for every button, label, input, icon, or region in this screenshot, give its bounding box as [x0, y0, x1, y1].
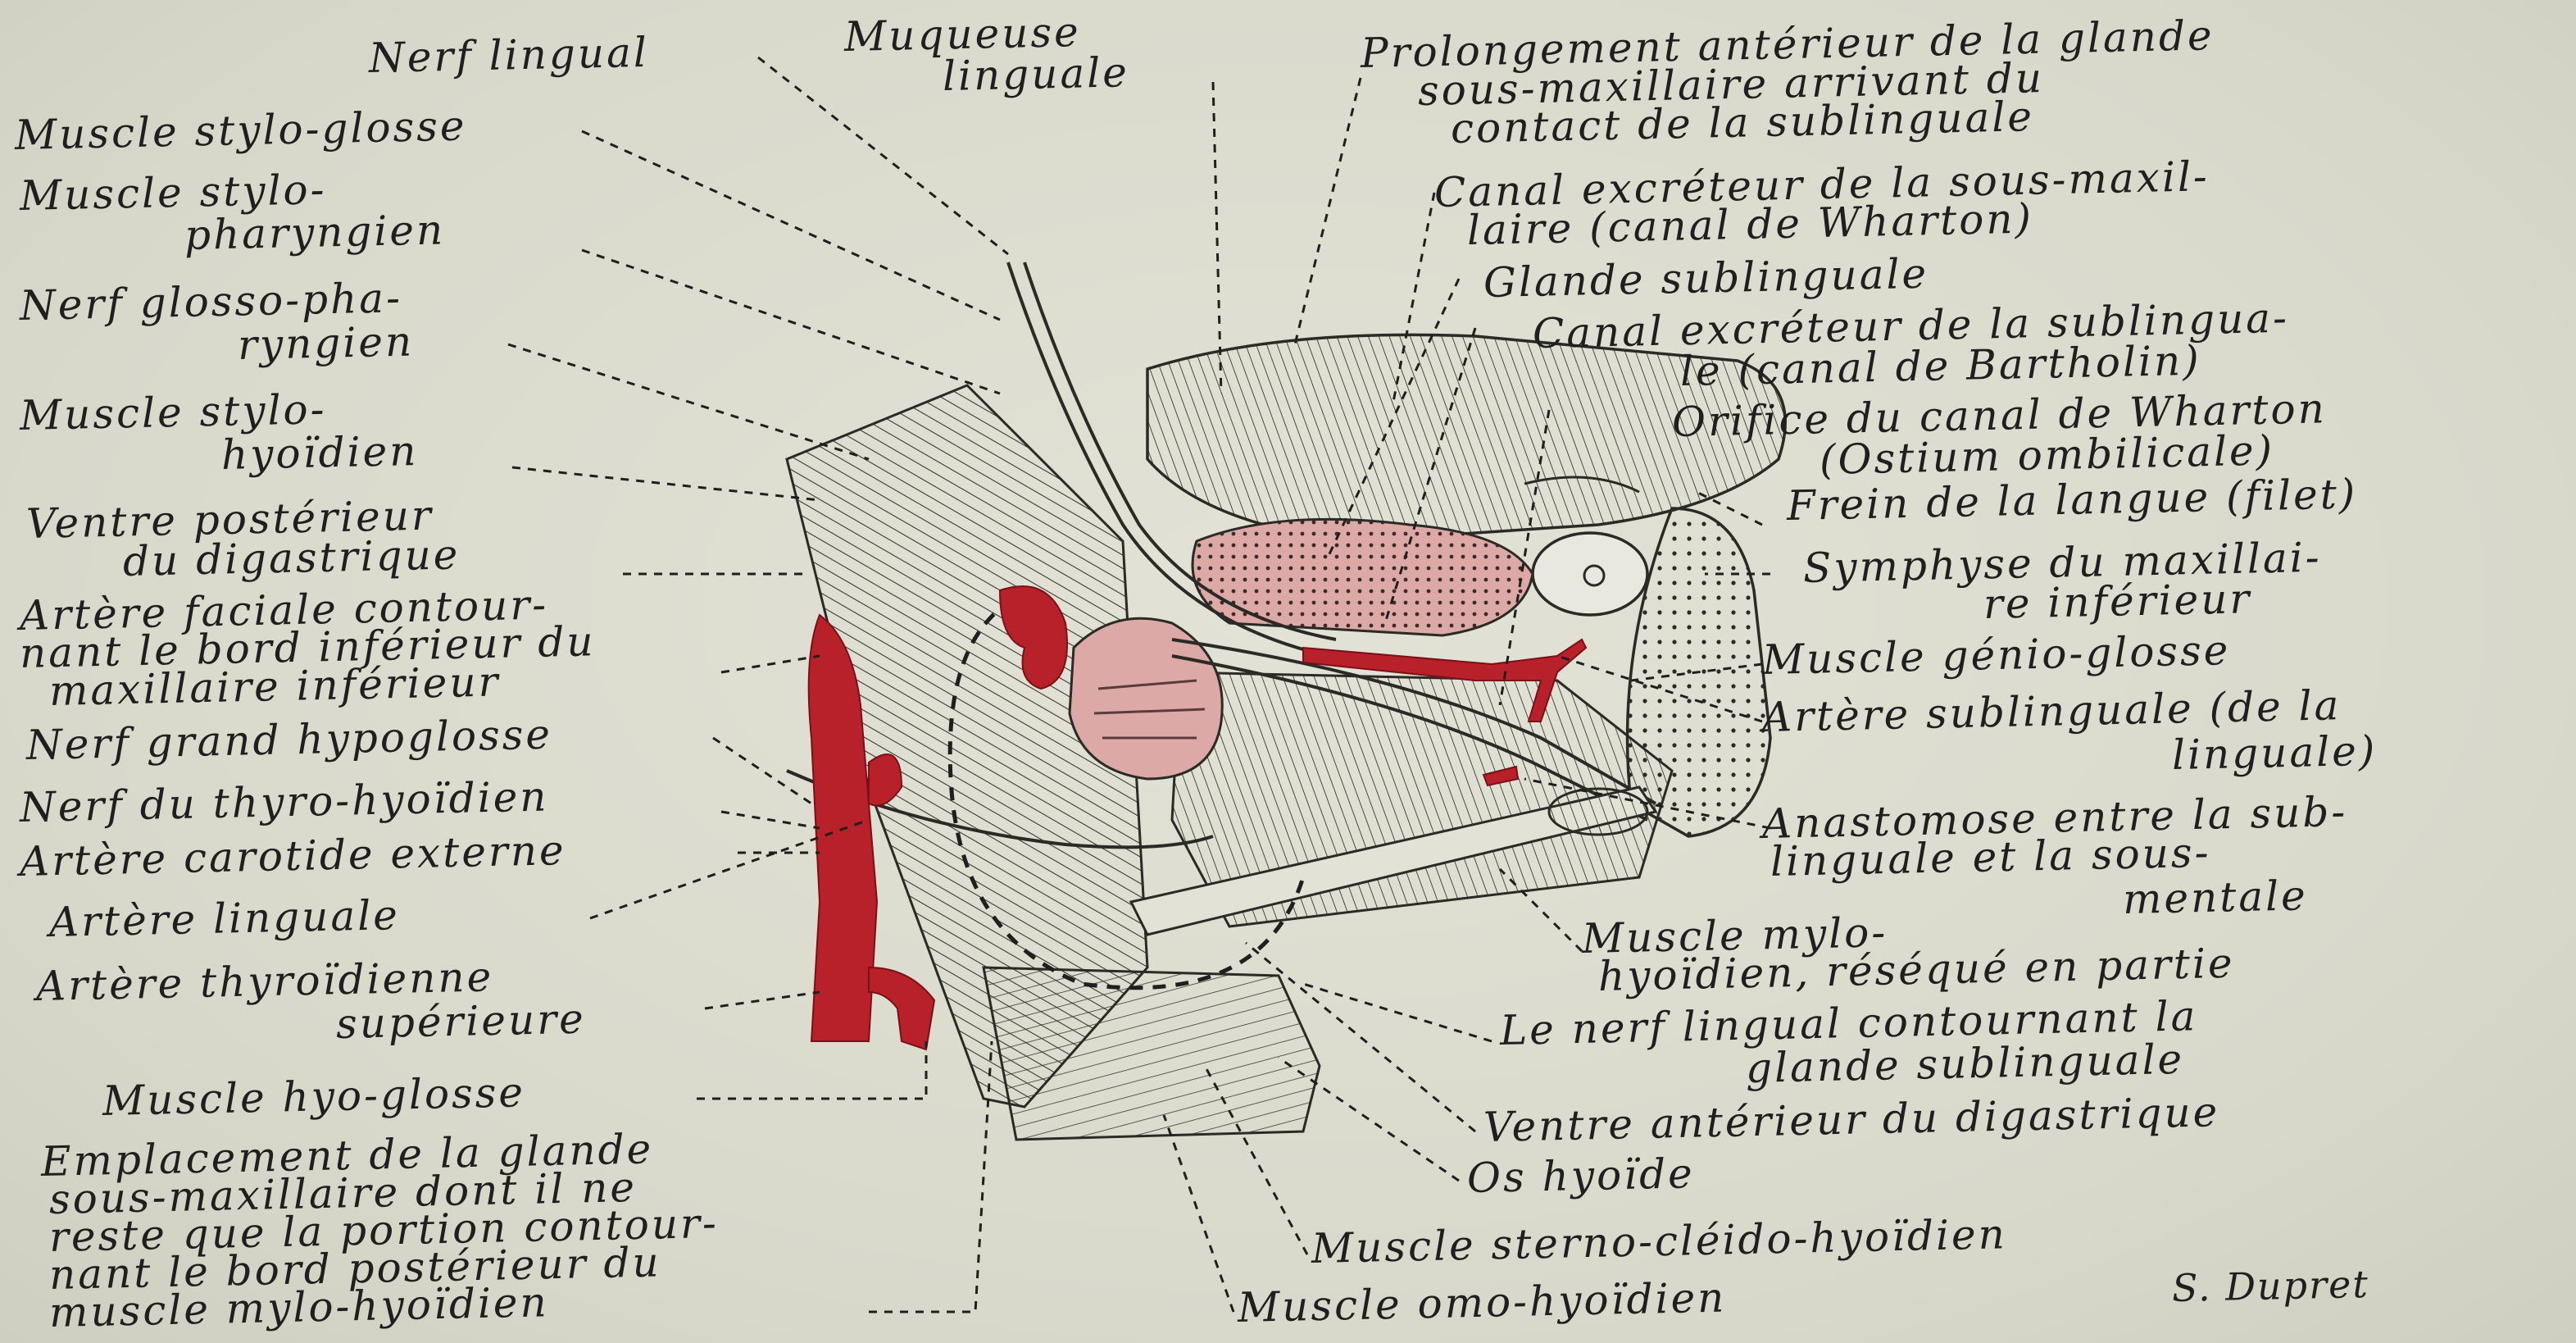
label-wharton-2: laire (canal de Wharton): [1466, 198, 2033, 251]
label-symphyse-2: re inférieur: [1983, 578, 2251, 625]
label-anastomose-3: mentale: [2122, 875, 2308, 920]
label-bartholin-2: le (canal de Bartholin): [1679, 340, 2201, 392]
label-artere-linguale: Artère linguale: [48, 895, 400, 943]
label-grand-hypoglosse: Nerf grand hypoglosse: [25, 714, 552, 766]
label-glande-sublinguale: Glande sublinguale: [1483, 253, 1929, 303]
label-hyo-glosse: Muscle hyo-glosse: [102, 1072, 525, 1122]
artist-signature: S. Dupret: [2172, 1265, 2370, 1307]
label-thyroidienne-2: supérieure: [335, 999, 586, 1045]
label-frein: Frein de la langue (filet): [1786, 473, 2357, 526]
sublingual-gland: [1193, 519, 1533, 635]
label-os-hyoide: Os hyoïde: [1466, 1153, 1695, 1199]
hyoid-muscle-band: [984, 967, 1320, 1140]
label-nerf-lingual: Nerf lingual: [368, 32, 649, 79]
label-glosso-pharyngien-2: ryngien: [237, 321, 414, 365]
label-nerf-contournant-2: glande sublinguale: [1745, 1039, 2184, 1089]
label-muqueuse-2: linguale: [942, 52, 1129, 97]
label-genio-glosse: Muscle génio-glosse: [1761, 630, 2230, 681]
label-prolongement-3: contact de la sublinguale: [1450, 96, 2034, 149]
wharton-orifice: [1533, 533, 1647, 615]
label-emplacement-5: muscle mylo-hyoïdien: [48, 1282, 549, 1333]
digastric-anterior-belly: [1549, 789, 1647, 835]
label-stylo-pharyngien-2: pharyngien: [184, 209, 445, 256]
label-mylo-hyoidien-2: hyoïdien, réséqué en partie: [1597, 943, 2235, 997]
label-ventre-posterieur-2: du digastrique: [122, 534, 460, 582]
label-artere-faciale-3: maxillaire inférieur: [48, 661, 500, 712]
label-stylo-glosse: Muscle stylo-glosse: [14, 105, 466, 156]
label-stylo-hyoidien-2: hyoïdien: [220, 430, 418, 476]
thyroid-artery: [869, 967, 934, 1049]
label-artere-sublinguale-2: linguale): [2171, 731, 2377, 776]
label-stylo-hyoidien-1: Muscle stylo-: [19, 389, 326, 436]
label-thyro-hyoidien: Nerf du thyro-hyoïdien: [19, 776, 548, 828]
label-omo-hyoidien: Muscle omo-hyoïdien: [1237, 1277, 1726, 1328]
label-carotide-externe: Artère carotide externe: [19, 830, 566, 882]
